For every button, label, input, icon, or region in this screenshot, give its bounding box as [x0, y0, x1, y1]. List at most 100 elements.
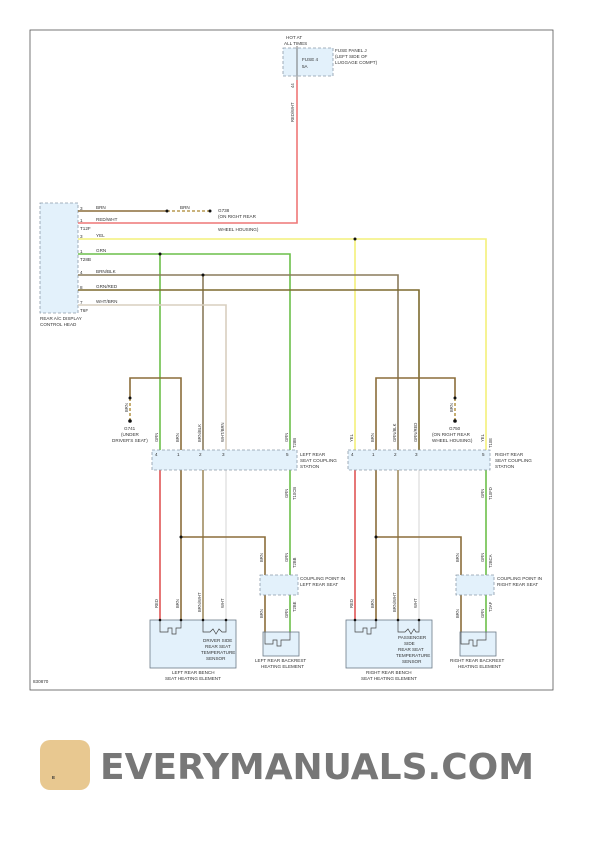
wire-brn-blk: [78, 274, 399, 455]
diagram-shape: [39, 202, 79, 314]
splice-dot: [158, 618, 162, 622]
splice-dot: [208, 209, 212, 213]
diagram-label: RIGHT REAR SEAT: [497, 582, 538, 587]
splice-dot: [128, 419, 132, 423]
diagram-label: 8: [80, 285, 83, 290]
diagram-label: ALL TIMES: [284, 41, 307, 46]
diagram-label: TEMPERATURE: [201, 650, 235, 655]
diagram-label: BRN/WHT: [197, 592, 202, 612]
watermark: E EVERYMANUALS.COM: [40, 740, 534, 790]
diagram-label: RIGHT REAR BENCH: [366, 670, 412, 675]
diagram-label: (ON RIGHT REAR: [432, 432, 471, 437]
wire-grn-red: [78, 289, 420, 455]
diagram-label: 2: [199, 452, 202, 457]
diagram-label: 3: [80, 206, 83, 211]
wire-wht-brn: [78, 304, 227, 455]
fuse-panel: HOT AT ALL TIMES FUSE 4 5A FUSE PANEL J …: [282, 35, 378, 122]
right-rear-seat: YEL BRN GRN/BLK GRN/RED YEL T10E RIGHT R…: [345, 423, 542, 681]
diagram-label: BRN: [370, 433, 375, 442]
heating-element-icon: [460, 632, 487, 647]
diagram-label: WHT: [220, 598, 225, 608]
diagram-label: GRN: [284, 609, 289, 618]
diagram-label: BRN: [455, 553, 460, 562]
splice-dot: [158, 252, 162, 256]
diagram-label: GRN: [480, 609, 485, 618]
splice-dot: [374, 535, 378, 539]
splice-dot: [396, 618, 400, 622]
diagram-label: RIGHT REAR: [495, 452, 524, 457]
diagram-label: DRIVER SIDE: [203, 638, 232, 643]
diagram-label: RIGHT REAR BACKREST: [450, 658, 504, 663]
watermark-logo-icon: [40, 740, 90, 790]
diagram-label: WHT: [413, 598, 418, 608]
diagram-label: GRN: [284, 433, 289, 442]
diagram-label: GRN/BLK: [392, 423, 397, 442]
diagram-label: DRIVER'S SEAT): [112, 438, 148, 443]
diagram-label: FUSE PANEL J: [335, 48, 367, 53]
diagram-label: BRN: [180, 205, 190, 210]
diagram-id: 830870: [33, 679, 49, 684]
diagram-label: WHT/BRN: [220, 422, 225, 442]
wire-red-wht: [78, 80, 298, 224]
diagram-label: 5A: [302, 64, 309, 69]
splice-dot: [165, 209, 169, 213]
diagram-label: 4: [80, 270, 83, 275]
diagram-label: GRN/RED: [413, 423, 418, 442]
diagram-label: (UNDER: [121, 432, 140, 437]
diagram-label: TEMPERATURE: [396, 653, 430, 658]
diagram-label: STATION: [495, 464, 514, 469]
diagram-label: YEL: [480, 433, 485, 442]
diagram-label: 1: [80, 249, 83, 254]
left-bench-heating-element: [149, 619, 237, 669]
diagram-label: 4: [155, 452, 158, 457]
diagram-label: 3: [222, 452, 225, 457]
left-seat-coupling-station: [151, 449, 298, 471]
diagram-label: (LEFT SIDE OF: [335, 54, 368, 59]
right-bench-heating-element: [345, 619, 433, 669]
diagram-label: BRN/WHT: [392, 592, 397, 612]
splice-dot: [179, 535, 183, 539]
splice-dot: [353, 618, 357, 622]
diagram-label: REAR SEAT: [205, 644, 231, 649]
diagram-label: T10FD: [488, 487, 493, 500]
diagram-label: 3: [415, 452, 418, 457]
diagram-label: YEL: [96, 233, 105, 238]
diagram-label: BRN: [449, 403, 454, 412]
diagram-label: LEFT REAR: [300, 452, 326, 457]
diagram-label: RED: [349, 599, 354, 608]
diagram-label: 1: [80, 218, 83, 223]
left-coupling-point: [259, 574, 299, 596]
diagram-label: BRN: [175, 599, 180, 608]
diagram-label: BRN: [259, 553, 264, 562]
diagram-label: GRN: [284, 489, 289, 498]
diagram-shape: [376, 536, 462, 632]
diagram-label: T2BCA: [488, 554, 493, 568]
diagram-shape: [282, 47, 334, 77]
diagram-label: HEATING ELEMENT: [458, 664, 501, 669]
diagram-label: T10CB: [292, 487, 297, 500]
diagram-label: LUGGAGE COMPT): [335, 60, 378, 65]
diagram-label: HOT AT: [286, 35, 302, 40]
wire-grn: [78, 253, 291, 455]
diagram-label: T28B: [80, 257, 91, 262]
diagram-label: LEFT REAR SEAT: [300, 582, 338, 587]
diagram-label: GRN: [96, 248, 106, 253]
splice-dot: [353, 237, 357, 241]
diagram-label: T2BB: [292, 557, 297, 568]
diagram-label: T2BE: [292, 601, 297, 612]
diagram-label: 3: [80, 234, 83, 239]
diagram-label: T6F: [80, 308, 88, 313]
splice-dot: [224, 618, 228, 622]
heating-element-icon: [264, 632, 291, 647]
diagram-label: GRN: [154, 433, 159, 442]
diagram-label: RED/WHT: [290, 102, 295, 122]
diagram-label: SENSOR: [206, 656, 226, 661]
diagram-label: BRN: [259, 609, 264, 618]
temperature-sensor-icon: [397, 620, 420, 635]
diagram-label: STATION: [300, 464, 319, 469]
right-seat-coupling-station: [347, 449, 491, 471]
diagram-label: 5: [482, 452, 485, 457]
wire-yel: [78, 238, 487, 455]
